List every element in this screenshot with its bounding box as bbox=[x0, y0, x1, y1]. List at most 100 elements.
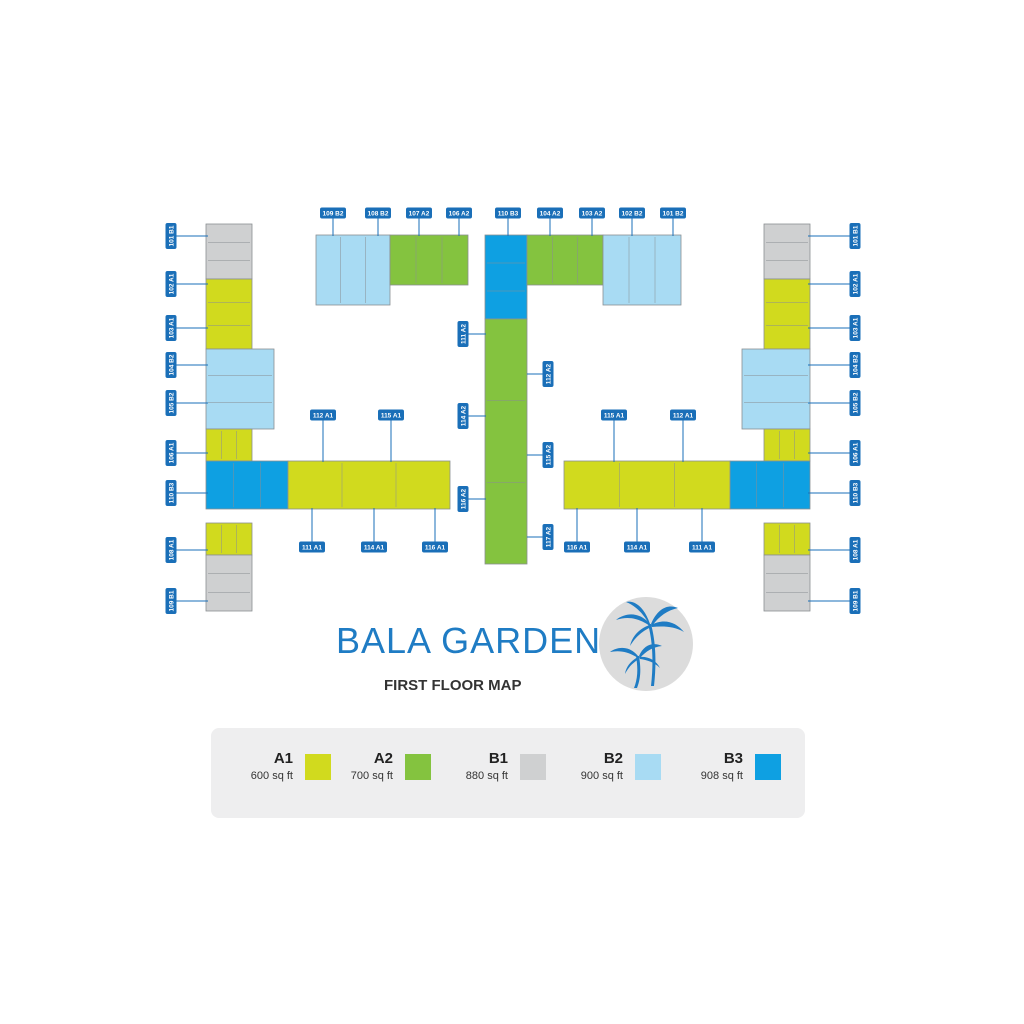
unit-block-a2 bbox=[389, 234, 469, 286]
unit-tag: 115 A1 bbox=[378, 409, 404, 462]
tag-text: 116 A1 bbox=[567, 544, 588, 551]
tag-pill bbox=[165, 588, 177, 614]
tag-text: 109 B1 bbox=[168, 590, 175, 611]
unit-tag: 104 A2 bbox=[537, 207, 563, 236]
tag-pill bbox=[849, 223, 861, 249]
unit-tag: 102 A1 bbox=[165, 271, 208, 297]
unit-blocks bbox=[205, 223, 811, 612]
tag-text: 107 A2 bbox=[409, 210, 430, 217]
tag-pill bbox=[320, 207, 346, 219]
legend-area: 600 sq ft bbox=[250, 770, 293, 782]
tag-text: 101 B2 bbox=[663, 210, 684, 217]
tag-pill bbox=[849, 352, 861, 378]
map-title: BALA GARDENS bbox=[336, 620, 627, 661]
legend-area: 700 sq ft bbox=[350, 770, 393, 782]
tag-pill bbox=[849, 390, 861, 416]
unit-tag: 112 A2 bbox=[527, 361, 554, 387]
unit-tag: 117 A2 bbox=[527, 524, 554, 550]
tag-text: 106 A2 bbox=[449, 210, 470, 217]
unit-tag: 115 A2 bbox=[527, 442, 554, 468]
tag-pill bbox=[849, 480, 861, 506]
legend-item-b2: B2 900 sq ft bbox=[561, 750, 661, 790]
tag-text: 101 B1 bbox=[168, 225, 175, 246]
tag-text: 104 B2 bbox=[852, 354, 859, 375]
unit-tag: 110 B3 bbox=[165, 480, 208, 506]
unit-tag: 107 A2 bbox=[406, 207, 432, 236]
tag-pill bbox=[849, 271, 861, 297]
unit-tag: 101 B2 bbox=[660, 207, 686, 236]
tag-pill bbox=[165, 480, 177, 506]
unit-tag: 108 A1 bbox=[808, 537, 861, 563]
tag-pill bbox=[495, 207, 521, 219]
tag-pill bbox=[446, 207, 472, 219]
tag-pill bbox=[542, 442, 554, 468]
tag-pill bbox=[619, 207, 645, 219]
unit-tag: 109 B1 bbox=[165, 588, 208, 614]
unit-tag: 116 A2 bbox=[457, 486, 486, 512]
tag-pill bbox=[165, 352, 177, 378]
unit-block-b2 bbox=[205, 348, 275, 430]
unit-block-a1 bbox=[287, 460, 451, 510]
unit-block-b2 bbox=[315, 234, 391, 306]
legend-code: B3 bbox=[723, 750, 743, 767]
tag-text: 114 A1 bbox=[364, 544, 385, 551]
unit-tag: 116 A1 bbox=[564, 508, 590, 553]
tag-text: 108 A1 bbox=[852, 539, 859, 560]
tag-pill bbox=[849, 537, 861, 563]
unit-block-b1 bbox=[763, 223, 811, 280]
tag-text: 103 A1 bbox=[168, 317, 175, 338]
unit-block-b3 bbox=[205, 460, 289, 510]
unit-tag: 115 A1 bbox=[601, 409, 627, 462]
tag-pill bbox=[537, 207, 563, 219]
unit-tag: 106 A1 bbox=[165, 440, 208, 466]
legend-item-a1: A1 600 sq ft bbox=[231, 750, 331, 790]
unit-tag: 114 A1 bbox=[624, 508, 650, 553]
unit-tag: 109 B1 bbox=[808, 588, 861, 614]
unit-block-b1 bbox=[763, 554, 811, 612]
tag-pill bbox=[542, 361, 554, 387]
tag-pill bbox=[670, 409, 696, 421]
legend-code: B1 bbox=[488, 750, 508, 767]
tag-pill bbox=[365, 207, 391, 219]
tag-pill bbox=[165, 223, 177, 249]
tag-text: 112 A2 bbox=[545, 363, 552, 384]
tag-text: 117 A2 bbox=[545, 526, 552, 547]
tag-text: 103 A2 bbox=[582, 210, 603, 217]
tag-pill bbox=[624, 541, 650, 553]
unit-block-a1 bbox=[763, 428, 811, 462]
unit-block-a1 bbox=[205, 278, 253, 350]
tag-text: 105 B2 bbox=[852, 392, 859, 413]
unit-block-b1 bbox=[205, 223, 253, 280]
unit-block-b3 bbox=[729, 460, 811, 510]
legend-swatch bbox=[405, 754, 431, 780]
unit-block-b1 bbox=[205, 554, 253, 612]
tag-text: 102 B2 bbox=[622, 210, 643, 217]
legend-code: B2 bbox=[603, 750, 623, 767]
unit-type-legend: A1 600 sq ft A2 700 sq ft B1 880 sq ft B… bbox=[211, 728, 805, 818]
tag-pill bbox=[165, 440, 177, 466]
tag-text: 106 A1 bbox=[168, 442, 175, 463]
tag-text: 109 B1 bbox=[852, 590, 859, 611]
legend-code: A2 bbox=[373, 750, 393, 767]
unit-block-a1 bbox=[205, 428, 253, 462]
tag-text: 103 A1 bbox=[852, 317, 859, 338]
tag-pill bbox=[299, 541, 325, 553]
tag-pill bbox=[457, 321, 469, 347]
unit-tag: 106 A1 bbox=[808, 440, 861, 466]
legend-swatch bbox=[635, 754, 661, 780]
unit-tag: 111 A1 bbox=[689, 508, 715, 553]
tag-pill bbox=[542, 524, 554, 550]
tag-text: 105 B2 bbox=[168, 392, 175, 413]
unit-tag: 109 B2 bbox=[320, 207, 346, 236]
tag-text: 110 B3 bbox=[498, 210, 519, 217]
tag-text: 101 B1 bbox=[852, 225, 859, 246]
legend-swatch bbox=[305, 754, 331, 780]
legend-code: A1 bbox=[273, 750, 293, 767]
tag-pill bbox=[564, 541, 590, 553]
tag-pill bbox=[689, 541, 715, 553]
unit-tag: 102 B2 bbox=[619, 207, 645, 236]
tag-pill bbox=[378, 409, 404, 421]
unit-tag: 103 A1 bbox=[808, 315, 861, 341]
